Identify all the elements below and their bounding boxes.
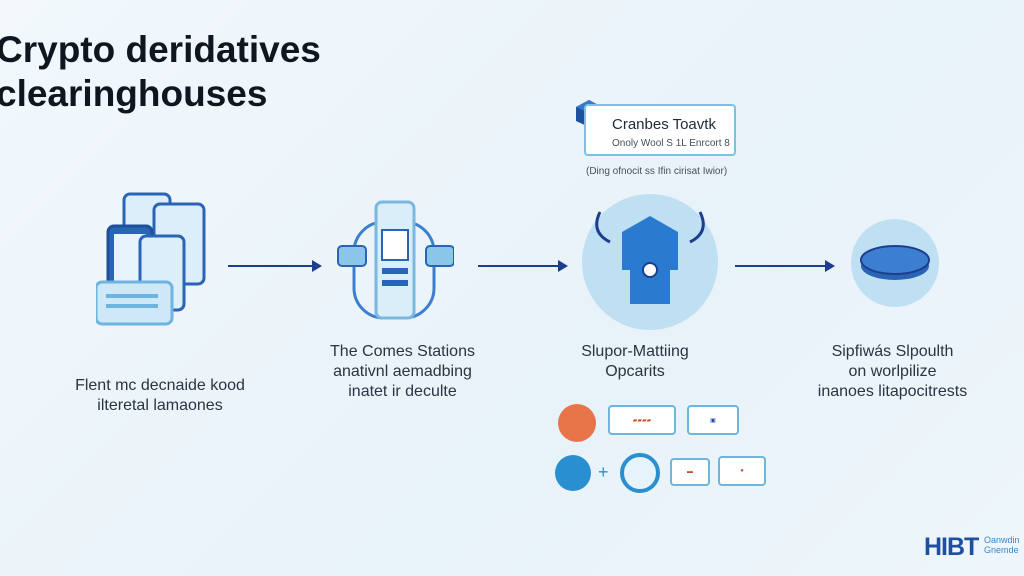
partner-badge-2: ▣	[687, 405, 739, 435]
partner-badge-3: ●	[718, 456, 766, 486]
partner-orange-icon	[558, 404, 596, 442]
step-3-caption: Slupor-Mattiing Opcarits	[581, 343, 689, 380]
devices-stack-icon	[96, 192, 206, 326]
network-globe-icon	[620, 453, 660, 493]
partner-blue-icon	[555, 455, 591, 491]
flow-arrow-1	[228, 260, 322, 272]
plus-sign: +	[598, 462, 609, 482]
step-2-caption: The Comes Stations anativnl aemadbing in…	[330, 343, 475, 400]
brand-logo: HIBT	[924, 533, 979, 561]
flow-arrow-2	[478, 260, 568, 272]
page-title: Crypto deridatives clearinghouses	[0, 29, 321, 114]
step-4-caption: Sipfiwás Slpoulth on worlpilize inanoes …	[817, 343, 968, 400]
matching-hub-icon	[582, 194, 718, 330]
partner-monitor-icon: ▬	[670, 458, 710, 486]
partner-badge-1: ▰▰▰▰	[608, 405, 676, 435]
brand-logo-subtext: Oanwdin Gnemde	[984, 535, 1020, 555]
card-note: (Ding ofnocit ss Ifin cirisat Iwior)	[586, 166, 728, 177]
step-1-caption: Flent mc decnaide kood ilteretal lamaone…	[75, 377, 245, 414]
settlement-disc-icon	[851, 219, 939, 307]
flow-arrow-3	[735, 260, 835, 272]
station-device-icon	[337, 200, 454, 320]
info-card: Cranbes Toavtk Onoly Wool S 1L Enrcort 8	[584, 104, 736, 156]
